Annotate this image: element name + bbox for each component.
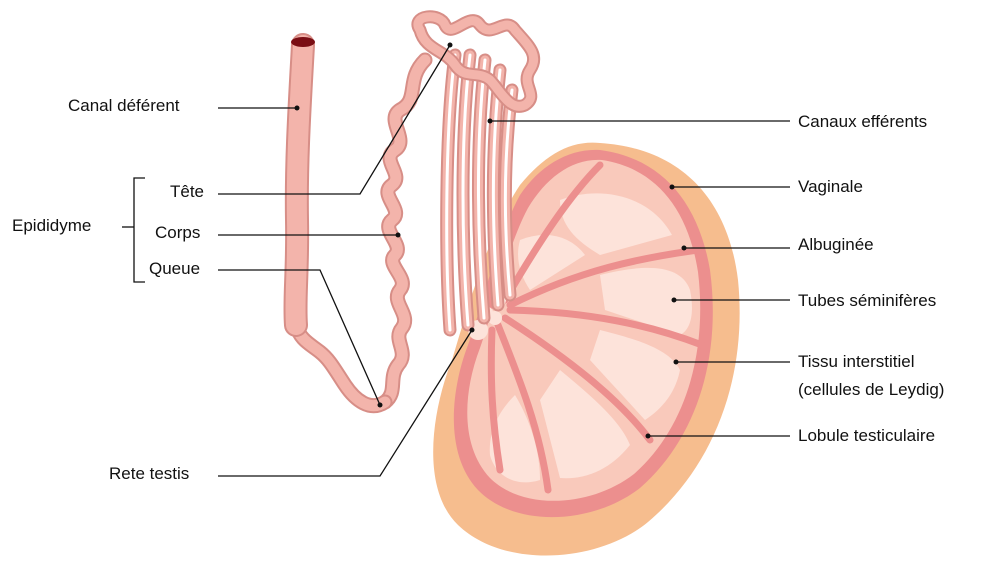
label-epididyme: Epididyme [12,216,91,236]
label-albuginee: Albuginée [798,235,874,255]
label-corps: Corps [155,223,200,243]
label-rete-testis: Rete testis [109,464,189,484]
epididymis-body-tail [296,60,425,406]
label-tissu-interstitiel: Tissu interstitiel [798,352,915,372]
label-canal-deferent: Canal déférent [68,96,180,116]
vas-deferens-lumen [291,37,315,47]
label-canaux-efferents: Canaux efférents [798,112,927,132]
label-queue: Queue [149,259,200,279]
label-tubes-seminiferes: Tubes séminifères [798,291,936,311]
label-vaginale: Vaginale [798,177,863,197]
label-tete: Tête [170,182,204,202]
vas-deferens [295,45,303,325]
label-lobule-testiculaire: Lobule testiculaire [798,426,935,446]
label-cellules-de-leydig: (cellules de Leydig) [798,380,944,400]
